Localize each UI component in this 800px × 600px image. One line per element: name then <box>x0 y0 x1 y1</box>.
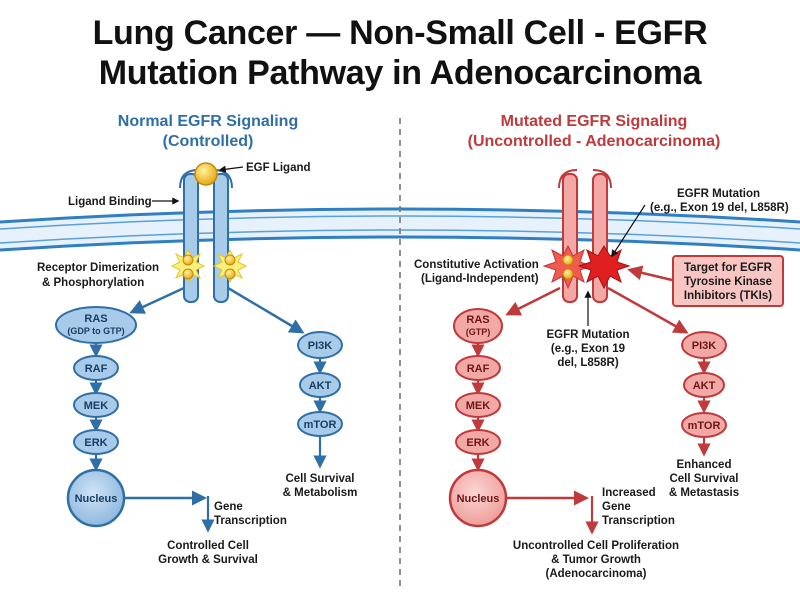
normal-heading-line-2: (Controlled) <box>163 133 254 150</box>
normal-gene-line-1: Gene <box>214 501 243 513</box>
normal-survival-line-2: & Metabolism <box>283 487 358 499</box>
arrow-mutant-to-ras <box>505 286 561 316</box>
svg-text:PI3K: PI3K <box>308 340 333 352</box>
normal-ras-node: RAS (GDP to GTP) <box>55 306 137 344</box>
svg-text:mTOR: mTOR <box>688 420 721 432</box>
tki-target-box: Target for EGFR Tyrosine Kinase Inhibito… <box>672 255 784 307</box>
constitutive-activation-spark <box>542 244 594 290</box>
mutated-outcome-line-2: & Tumor Growth <box>551 554 641 566</box>
svg-text:RAS: RAS <box>84 313 107 325</box>
egf-ligand-label: EGF Ligand <box>246 162 311 174</box>
dimerization-label-line-1: Receptor Dimerization <box>37 262 159 274</box>
phosphorylation-spark-left <box>170 248 206 284</box>
mutated-mtor-node: mTOR <box>681 412 727 438</box>
mutated-nucleus: Nucleus <box>448 468 508 528</box>
svg-text:Target for EGFR: Target for EGFR <box>684 262 773 274</box>
normal-gene-line-2: Transcription <box>214 515 287 527</box>
svg-text:ERK: ERK <box>84 437 107 449</box>
diagram-title-line-2: Mutation Pathway in Adenocarcinoma <box>98 54 702 92</box>
normal-outcome-line-2: Growth & Survival <box>158 554 258 566</box>
normal-mtor-node: mTOR <box>297 411 343 437</box>
svg-text:AKT: AKT <box>693 380 716 392</box>
svg-text:Nucleus: Nucleus <box>75 493 118 505</box>
mutated-outcome-line-1: Uncontrolled Cell Proliferation <box>513 540 679 552</box>
normal-akt-node: AKT <box>299 372 341 398</box>
constitutive-label-line-1: Constitutive Activation <box>414 259 539 271</box>
normal-heading-line-1: Normal EGFR Signaling <box>118 113 298 130</box>
dimerization-label-line-2: & Phosphorylation <box>42 277 144 289</box>
mutation-starburst <box>577 245 631 290</box>
diagram-title-line-1: Lung Cancer — Non-Small Cell - EGFR <box>92 14 708 52</box>
mutation-mid-label-line-2: (e.g., Exon 19 <box>551 343 625 355</box>
normal-pi3k-node: PI3K <box>297 331 343 359</box>
svg-text:Tyrosine Kinase: Tyrosine Kinase <box>684 276 772 288</box>
mutated-gene-line-1: Increased <box>602 487 656 499</box>
svg-text:ERK: ERK <box>466 437 489 449</box>
svg-text:mTOR: mTOR <box>304 419 337 431</box>
svg-text:Inhibitors (TKIs): Inhibitors (TKIs) <box>684 290 772 302</box>
phosphorylation-spark-right <box>212 248 248 284</box>
constitutive-label-line-2: (Ligand-Independent) <box>421 273 539 285</box>
mutated-gene-line-2: Gene <box>602 501 631 513</box>
mutation-mid-label-line-3: del, L858R) <box>557 357 619 369</box>
svg-text:MEK: MEK <box>466 400 491 412</box>
mutated-erk-node: ERK <box>455 429 501 455</box>
svg-text:AKT: AKT <box>309 380 332 392</box>
ligand-binding-label: Ligand Binding <box>68 196 152 208</box>
mutated-gene-line-3: Transcription <box>602 515 675 527</box>
mutated-outcome-line-3: (Adenocarcinoma) <box>546 568 647 580</box>
svg-text:PI3K: PI3K <box>692 340 717 352</box>
mutation-mid-label-line-1: EGFR Mutation <box>546 329 629 341</box>
svg-text:RAS: RAS <box>466 314 489 326</box>
mutated-raf-node: RAF <box>455 355 501 381</box>
mutation-top-label-line-2: (e.g., Exon 19 del, L858R) <box>650 202 789 214</box>
normal-erk-node: ERK <box>73 429 119 455</box>
egf-ligand <box>194 162 218 186</box>
mutated-akt-node: AKT <box>683 372 725 398</box>
normal-nucleus: Nucleus <box>66 468 126 528</box>
mutated-survival-line-3: & Metastasis <box>669 487 739 499</box>
mutated-heading-line-2: (Uncontrolled - Adenocarcinoma) <box>468 133 721 150</box>
mutated-pi3k-node: PI3K <box>681 331 727 359</box>
svg-text:MEK: MEK <box>84 400 109 412</box>
normal-survival-line-1: Cell Survival <box>285 473 354 485</box>
arrow-receptor-to-pi3k <box>227 286 305 334</box>
mutated-survival-line-1: Enhanced <box>677 459 732 471</box>
svg-text:(GDP to GTP): (GDP to GTP) <box>67 326 124 336</box>
svg-text:RAF: RAF <box>467 363 490 375</box>
arrow-mutant-to-pi3k <box>607 286 689 334</box>
normal-mek-node: MEK <box>73 392 119 418</box>
mutated-heading-line-1: Mutated EGFR Signaling <box>501 113 688 130</box>
normal-outcome-line-1: Controlled Cell <box>167 540 249 552</box>
tki-arrow <box>627 265 673 282</box>
svg-text:RAF: RAF <box>85 363 108 375</box>
mutated-mek-node: MEK <box>455 392 501 418</box>
svg-text:Nucleus: Nucleus <box>457 493 500 505</box>
arrow-receptor-to-ras <box>129 286 185 314</box>
mutated-ras-node: RAS (GTP) <box>453 308 503 344</box>
mutated-survival-line-2: Cell Survival <box>669 473 738 485</box>
svg-text:(GTP): (GTP) <box>466 327 491 337</box>
normal-raf-node: RAF <box>73 355 119 381</box>
mutation-top-label-line-1: EGFR Mutation <box>677 188 760 200</box>
